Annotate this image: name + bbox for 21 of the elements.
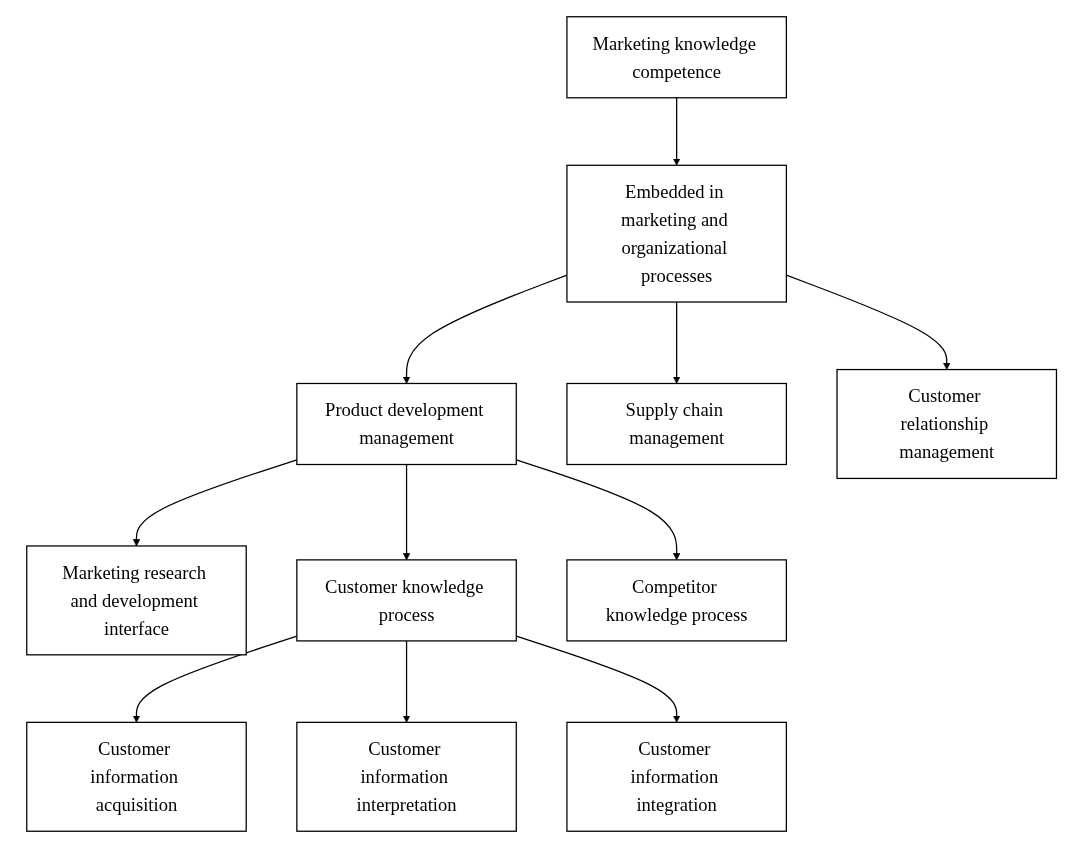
node-box: Product development management bbox=[296, 382, 518, 466]
node-box: Embedded in marketing and organizational processes bbox=[566, 164, 788, 303]
node-box: Supply chain management bbox=[566, 382, 788, 466]
node-box: Customer information interpretation bbox=[296, 721, 518, 832]
arrow bbox=[516, 459, 681, 561]
arrow bbox=[673, 301, 681, 384]
arrow bbox=[786, 274, 951, 370]
arrow bbox=[133, 635, 298, 723]
node-box: Marketing research and development interface bbox=[26, 545, 248, 656]
node-box: Customer information integration bbox=[566, 721, 788, 832]
node-box: Competitor knowledge process bbox=[566, 559, 788, 642]
node-box: Customer information acquisition bbox=[26, 721, 248, 832]
node-box: Marketing knowledge competence bbox=[566, 16, 788, 99]
arrow bbox=[403, 463, 411, 561]
arrow bbox=[133, 459, 298, 547]
arrow bbox=[403, 274, 568, 384]
node-box: Customer relationship management bbox=[836, 368, 1058, 480]
arrow bbox=[516, 635, 681, 723]
arrow bbox=[673, 97, 681, 166]
arrow bbox=[403, 640, 411, 723]
node-box: Customer knowledge process bbox=[296, 559, 518, 642]
